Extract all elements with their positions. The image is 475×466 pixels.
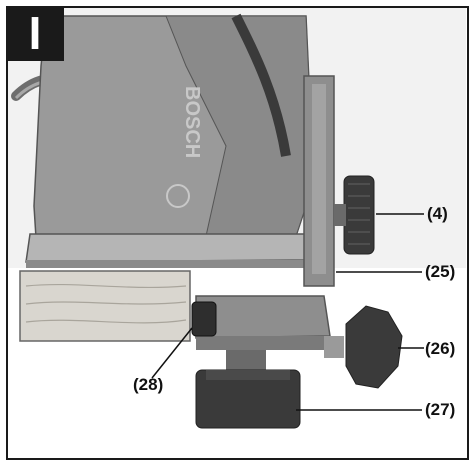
grip-stripe	[231, 13, 291, 157]
base-edge	[26, 260, 310, 268]
guide-bracket-inner	[312, 84, 326, 274]
knob-27-top	[206, 370, 290, 380]
guide-lower-strip	[196, 336, 336, 350]
knob-4-shaft	[334, 204, 346, 226]
router-illustration: BOSCH	[6, 6, 469, 460]
brand-logo-text: BOSCH	[181, 86, 203, 158]
knob-27-shaft	[226, 350, 266, 372]
leader-28	[151, 327, 193, 379]
base-plate	[25, 233, 311, 263]
callout-4: (4)	[427, 204, 448, 223]
callout-27: (27)	[425, 400, 456, 419]
callout-25: (25)	[425, 262, 456, 281]
step-badge: I	[6, 6, 64, 61]
knob-4	[343, 175, 375, 255]
wood-workpiece	[19, 270, 191, 342]
knob-28	[191, 301, 217, 337]
knob-4-ribs	[348, 183, 370, 245]
knob-26	[345, 305, 403, 389]
wood-grain	[25, 283, 187, 324]
brand-logo: BOSCH	[181, 86, 203, 158]
knob-26-shaft	[324, 336, 344, 358]
callout-28: (28)	[133, 375, 164, 394]
brand-emblem	[166, 184, 190, 208]
callout-26: (26)	[425, 339, 456, 358]
